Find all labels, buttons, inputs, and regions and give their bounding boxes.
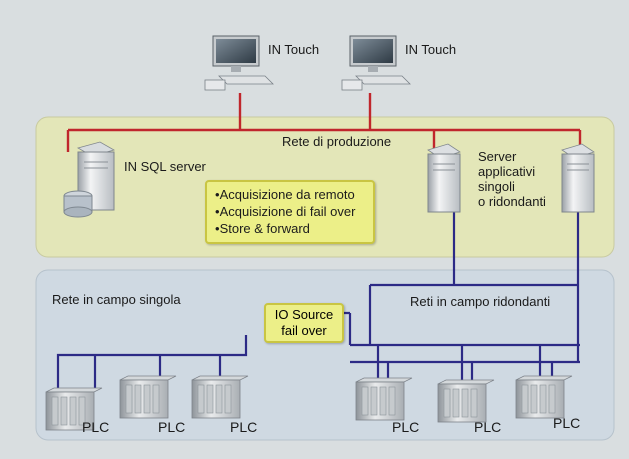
features-list: Acquisizione da remoto Acquisizione di f… <box>207 182 373 241</box>
application-server-icon <box>561 143 595 213</box>
application-server-label-line: applicativi <box>478 164 536 179</box>
io-source-callout: IO Source fail over <box>264 303 344 343</box>
production-network-title: Rete di produzione <box>282 134 392 149</box>
single-field-network-label: Rete in campo singola <box>52 292 181 307</box>
io-source-label-line: fail over <box>281 323 327 338</box>
application-server-label-line: Server <box>478 149 517 164</box>
features-callout: Acquisizione da remoto Acquisizione di f… <box>205 180 375 244</box>
feature-item: Acquisizione da remoto <box>215 186 365 203</box>
plc-icon <box>437 379 495 423</box>
application-server-icon <box>427 143 461 213</box>
io-source-label-line: IO Source <box>274 307 334 322</box>
plc-icon <box>119 375 177 419</box>
workstation-icon <box>204 35 274 91</box>
workstation-icon <box>341 35 411 91</box>
sql-server-icon <box>63 141 116 218</box>
plc-icon <box>515 375 573 419</box>
plc-label: PLC <box>474 419 502 435</box>
feature-item: Store & forward <box>215 220 365 237</box>
workstation-label: IN Touch <box>405 42 457 57</box>
redundant-field-network-label: Reti in campo ridondanti <box>410 294 551 309</box>
plc-icon <box>355 377 413 421</box>
plc-label: PLC <box>230 419 258 435</box>
plc-icon <box>45 387 103 431</box>
plc-label: PLC <box>158 419 186 435</box>
field-network-lines <box>56 212 580 392</box>
application-server-label-line: o ridondanti <box>478 194 546 209</box>
application-server-label: Server applicativi singoli o ridondanti <box>478 149 546 209</box>
feature-item: Acquisizione di fail over <box>215 203 365 220</box>
plc-label: PLC <box>392 419 420 435</box>
plc-label: PLC <box>82 419 110 435</box>
application-server-label-line: singoli <box>478 179 515 194</box>
plc-label: PLC <box>553 415 581 431</box>
plc-icon <box>191 375 249 419</box>
sql-server-label: IN SQL server <box>124 159 206 174</box>
workstation-label: IN Touch <box>268 42 320 57</box>
